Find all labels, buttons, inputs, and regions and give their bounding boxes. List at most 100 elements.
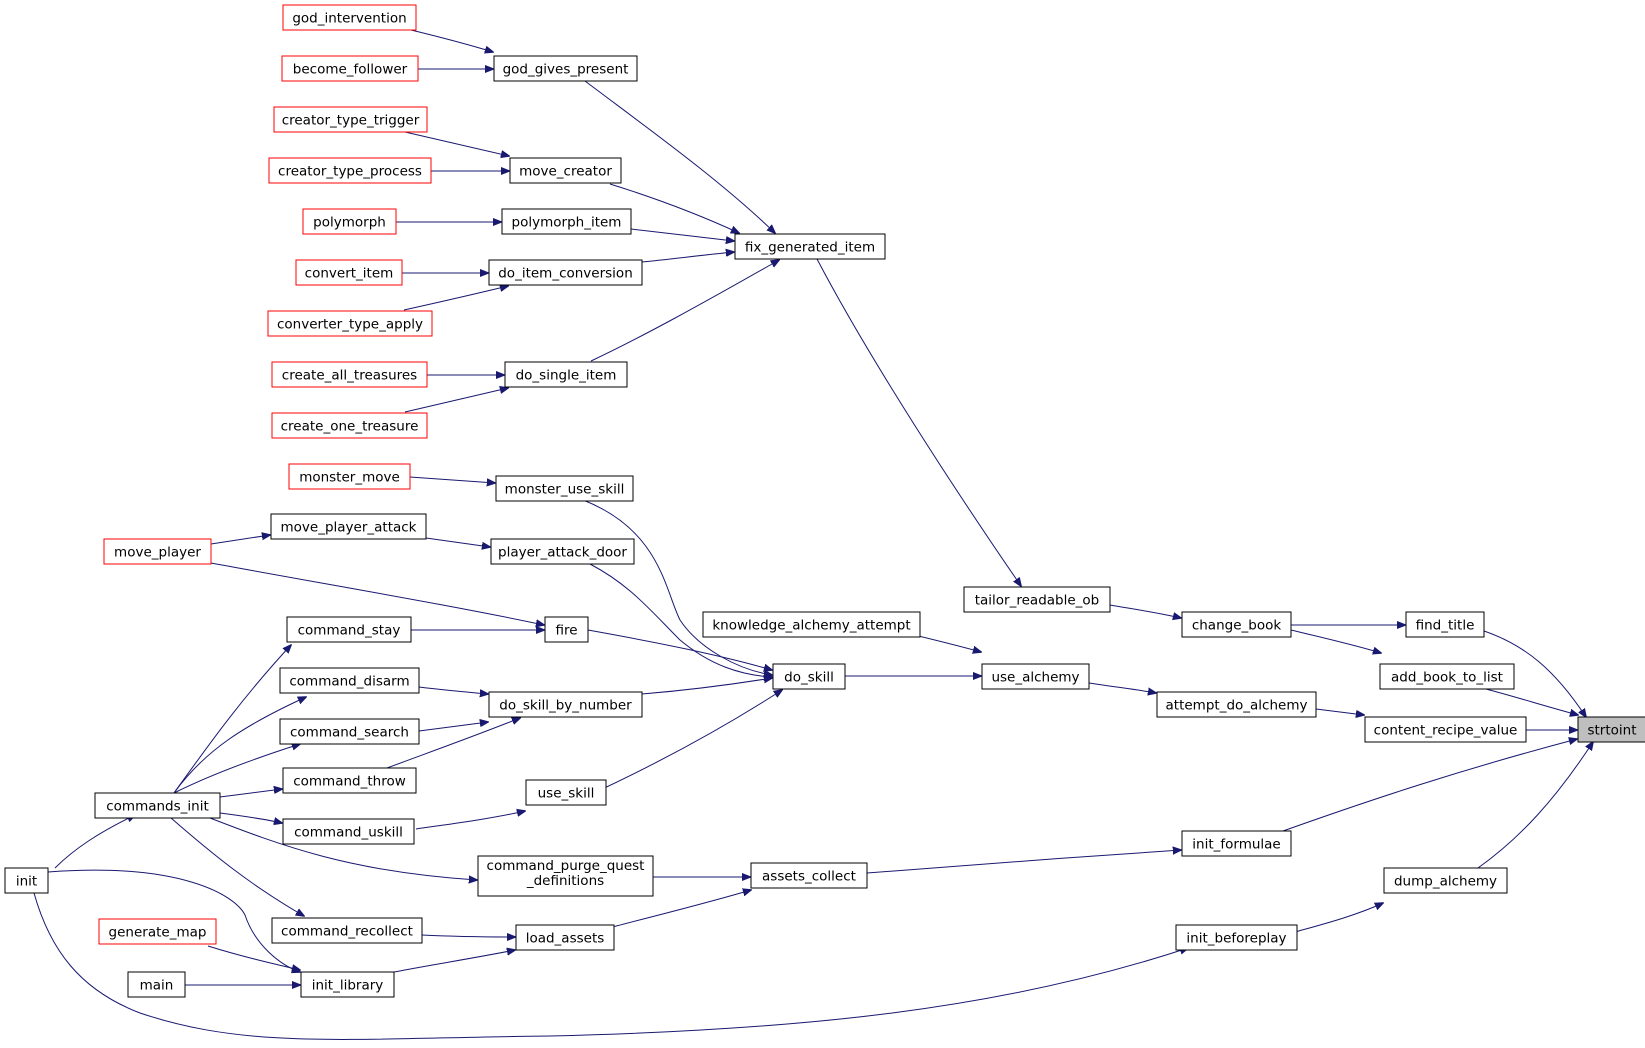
node-do-skill[interactable]: do_skill [772,663,846,690]
node-polymorph-item[interactable]: polymorph_item [501,208,632,235]
node-box [981,663,1090,690]
node-label: strtoint [1587,723,1636,739]
node-find-title[interactable]: find_title [1405,611,1485,638]
node-box [1181,611,1292,638]
node-move-player[interactable]: move_player [103,538,212,565]
node-god-gives-present[interactable]: god_gives_present [493,55,638,82]
node-box [1175,924,1298,951]
node-monster-use-skill[interactable]: monster_use_skill [495,475,634,502]
node-polymorph[interactable]: polymorph [302,208,397,235]
node-change-book[interactable]: change_book [1181,611,1292,638]
node-create-all-treasures[interactable]: create_all_treasures [271,361,428,388]
call-edge [1483,630,1586,717]
node-player-attack-door[interactable]: player_attack_door [490,538,635,565]
node-label: use_skill [538,786,595,802]
node-do-single-item[interactable]: do_single_item [504,361,628,388]
node-command-disarm[interactable]: command_disarm [279,667,420,694]
node-generate-map[interactable]: generate_map [98,918,217,945]
node-box [271,412,428,439]
call-edge [595,690,782,793]
node-box [490,538,635,565]
node-init-library[interactable]: init_library [300,971,395,998]
node-label: god_gives_present [503,62,629,78]
call-edge [1315,708,1364,715]
node-content-recipe-value[interactable]: content_recipe_value [1364,716,1527,743]
node-label: command_throw [293,774,406,790]
node-move-creator[interactable]: move_creator [509,157,622,184]
node-convert-item[interactable]: convert_item [295,259,403,286]
node-knowledge-alchemy-attempt[interactable]: knowledge_alchemy_attempt [702,611,921,638]
call-edge [1088,682,1156,693]
node-label: command_purge_quest [487,858,645,874]
node-creator-type-process[interactable]: creator_type_process [268,157,432,184]
node-fire[interactable]: fire [544,616,589,643]
call-edge [410,29,493,52]
node-do-item-conversion[interactable]: do_item_conversion [488,259,643,286]
call-edge [54,815,135,869]
node-box [1364,716,1527,743]
node-label: move_player_attack [280,520,416,536]
node-init-beforeplay[interactable]: init_beforeplay [1175,924,1298,951]
node-creator-type-trigger[interactable]: creator_type_trigger [273,106,428,133]
node-label: player_attack_door [498,545,627,561]
node-dump-alchemy[interactable]: dump_alchemy [1383,867,1508,894]
call-edge [173,744,300,794]
node-use-alchemy[interactable]: use_alchemy [981,663,1090,690]
node-assets-collect[interactable]: assets_collect [750,862,868,889]
call-edge [641,252,734,263]
node-box [288,463,411,490]
node-tailor-readable-ob[interactable]: tailor_readable_ob [963,586,1111,613]
node-create-one-treasure[interactable]: create_one_treasure [271,412,428,439]
node-label: god_intervention [292,11,406,27]
node-converter-type-apply[interactable]: converter_type_apply [267,310,433,337]
node-add-book-to-list[interactable]: add_book_to_list [1379,663,1515,690]
node-box [963,586,1111,613]
node-load-assets[interactable]: load_assets [515,924,615,951]
node-init-formulae[interactable]: init_formulae [1181,830,1292,857]
node-label: move_player [114,545,201,561]
node-do-skill-by-number[interactable]: do_skill_by_number [488,691,643,718]
node-label: monster_move [299,470,400,486]
call-edge [219,812,282,823]
node-label: tailor_readable_ob [975,593,1100,609]
node-label: knowledge_alchemy_attempt [712,618,910,634]
node-command-uskill[interactable]: command_uskill [282,818,415,845]
node-command-purge-quest-definitions[interactable]: command_purge_quest_definitions [477,855,654,897]
node-box [282,818,415,845]
node-label: polymorph [313,215,386,231]
node-label: find_title [1416,618,1475,634]
call-edge [219,789,282,798]
node-main[interactable]: main [127,971,186,998]
node-use-skill[interactable]: use_skill [525,779,607,806]
call-edge [173,697,306,794]
call-edge [816,258,1021,586]
call-edge [609,183,739,233]
node-move-player-attack[interactable]: move_player_attack [270,513,427,540]
node-label: init_library [312,978,384,994]
node-box [271,917,423,944]
node-command-throw[interactable]: command_throw [282,767,417,794]
node-box [509,157,622,184]
node-god-intervention[interactable]: god_intervention [282,4,417,31]
node-box [477,855,654,897]
node-commands-init[interactable]: commands_init [94,792,221,819]
node-command-recollect[interactable]: command_recollect [271,917,423,944]
node-label: command_disarm [289,674,409,690]
node-become-follower[interactable]: become_follower [281,55,419,82]
call-edge [1290,629,1381,653]
node-fix-generated-item[interactable]: fix_generated_item [734,233,886,260]
node-attempt-do-alchemy[interactable]: attempt_do_alchemy [1156,691,1317,718]
node-command-search[interactable]: command_search [279,718,420,745]
node-monster-move[interactable]: monster_move [288,463,411,490]
node-command-stay[interactable]: command_stay [286,616,412,643]
call-edge [590,260,779,362]
node-label: command_stay [298,623,401,639]
node-strtoint[interactable]: strtoint [1577,716,1645,743]
node-box [295,259,403,286]
node-init[interactable]: init [4,867,49,894]
node-label: polymorph_item [512,215,622,231]
call-edge [170,817,304,916]
node-label: load_assets [526,931,605,947]
node-label: attempt_do_alchemy [1166,698,1308,714]
node-box [281,55,419,82]
